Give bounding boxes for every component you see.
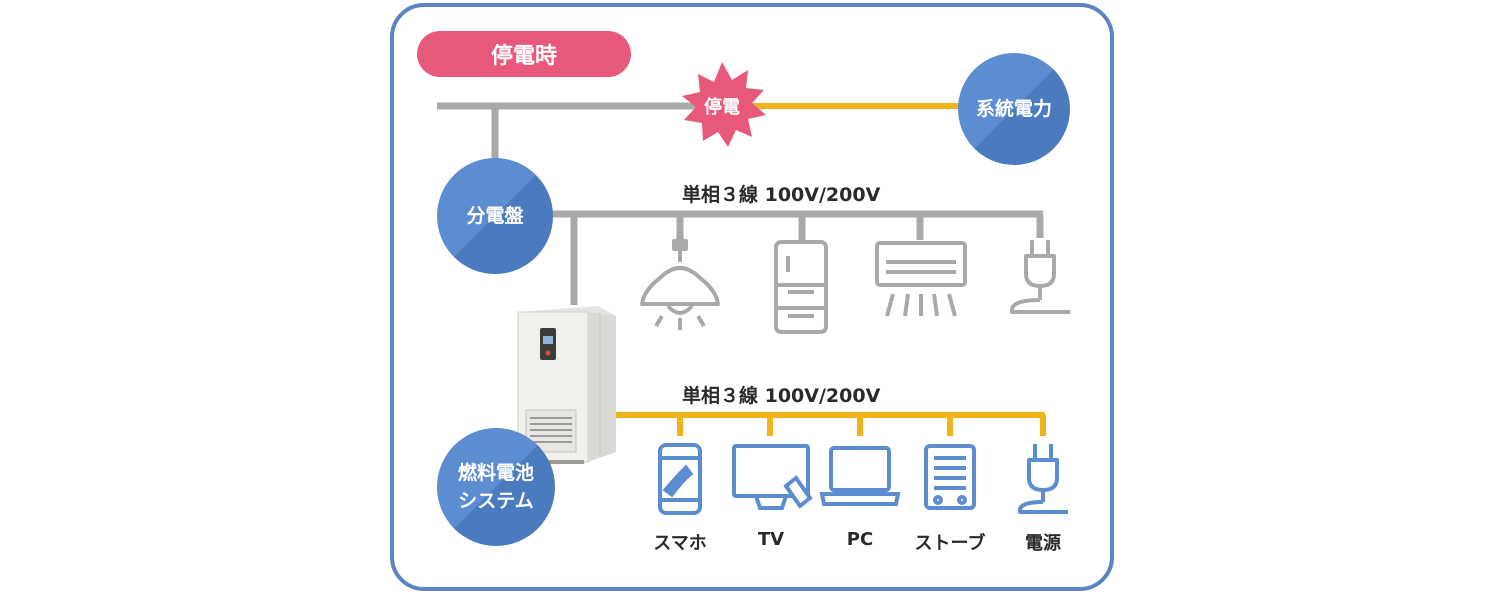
smartphone-icon xyxy=(658,443,702,515)
device-label-smartphone: スマホ xyxy=(653,533,707,554)
device-label-tv: TV xyxy=(757,529,785,550)
power-plug-icon xyxy=(1017,444,1068,514)
refrigerator-icon xyxy=(774,240,828,334)
fuel-cell-label: 燃料電池 システム xyxy=(457,462,534,512)
distribution-board-node: 分電盤 xyxy=(437,158,553,274)
lower-line-label: 単相３線 100V/200V xyxy=(682,385,881,407)
device-label-power: 電源 xyxy=(1025,533,1061,554)
air-conditioner-icon xyxy=(875,241,967,317)
backup-wiring xyxy=(600,103,1046,436)
grid-power-label: 系統電力 xyxy=(975,98,1052,120)
outage-burst-icon xyxy=(682,62,766,147)
tv-icon xyxy=(732,444,813,510)
distribution-board-label: 分電盤 xyxy=(466,205,524,227)
upper-line-label: 単相３線 100V/200V xyxy=(682,184,881,206)
fuel-cell-node: 燃料電池 システム xyxy=(437,428,555,546)
device-label-pc: PC xyxy=(846,529,874,550)
grid-wiring xyxy=(437,102,1044,305)
device-label-stove: ストーブ xyxy=(914,533,986,554)
ceiling-lamp-icon xyxy=(640,239,720,330)
outage-mode-badge: 停電時 xyxy=(417,31,631,77)
fuel-cell-unit xyxy=(517,306,616,464)
grid-power-node: 系統電力 xyxy=(958,53,1070,165)
laptop-icon xyxy=(819,446,901,506)
outage-label: 停電 xyxy=(704,97,740,118)
stove-icon xyxy=(924,444,976,510)
plug-icon xyxy=(1009,240,1070,314)
